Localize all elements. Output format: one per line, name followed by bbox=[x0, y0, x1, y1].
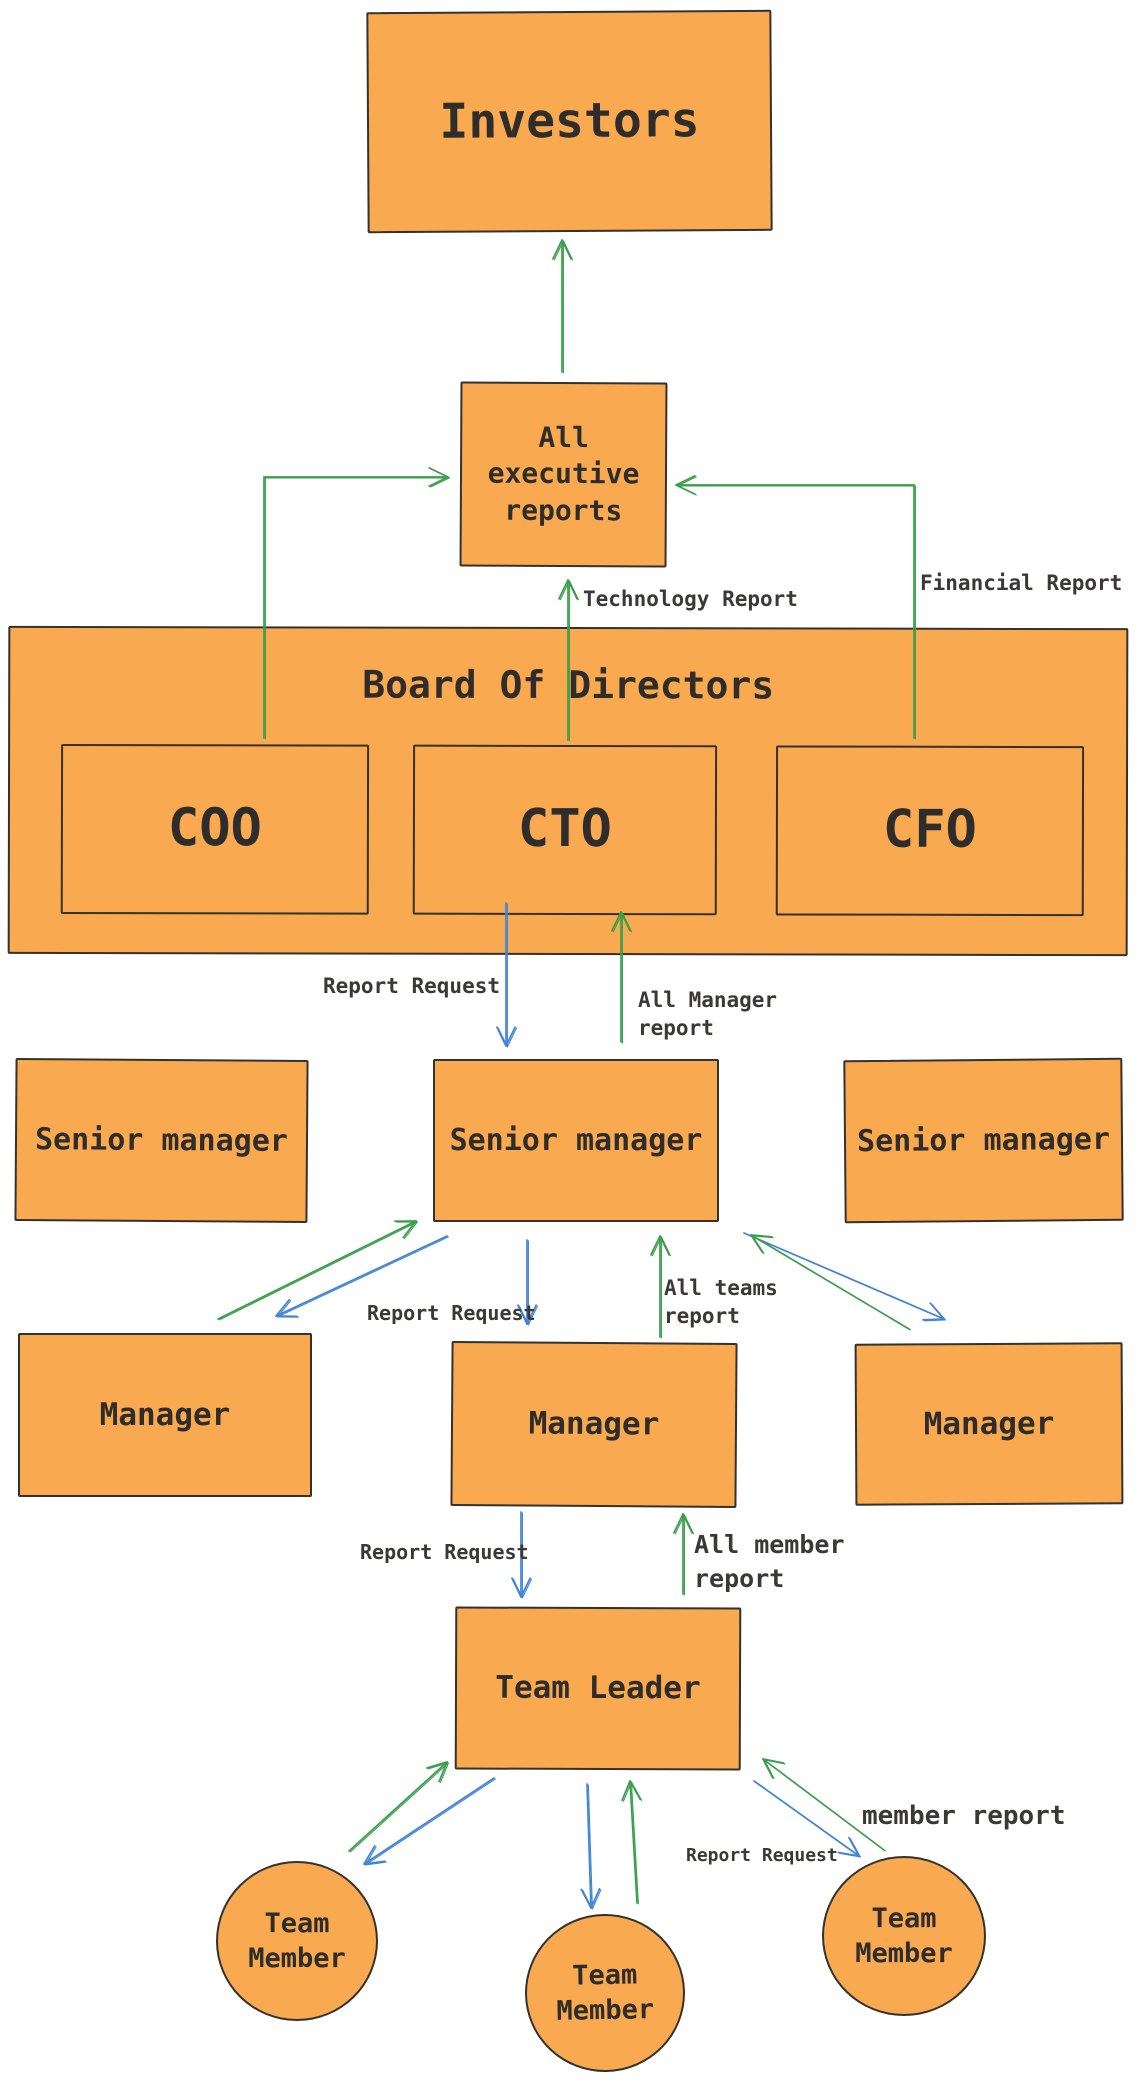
arrow-stroke bbox=[923, 1303, 946, 1322]
arrow-stroke bbox=[674, 1514, 695, 1535]
arrow-stroke bbox=[348, 1761, 448, 1852]
arrow-stroke bbox=[586, 1783, 592, 1909]
arrow-stroke bbox=[363, 1845, 386, 1865]
arrow-stroke bbox=[762, 1758, 785, 1779]
arrow-stroke bbox=[763, 1759, 786, 1780]
node-team-member-left-label: Team Member bbox=[248, 1907, 346, 1974]
node-investors[interactable]: Investors bbox=[366, 9, 773, 234]
arrow-stroke bbox=[630, 1781, 639, 1905]
edge-label-member-report: member report bbox=[862, 1801, 1066, 1831]
edge-label-report-request-manager: Report Request bbox=[360, 1540, 529, 1564]
arrow-stroke bbox=[428, 467, 449, 487]
arrow-stroke bbox=[426, 1761, 448, 1783]
node-team-leader[interactable]: Team Leader bbox=[454, 1606, 742, 1771]
node-team-member-right[interactable]: Team Member bbox=[822, 1856, 986, 2016]
arrow-stroke bbox=[559, 580, 580, 601]
arrow-stroke bbox=[839, 1837, 861, 1858]
arrow-stroke bbox=[751, 1235, 774, 1254]
node-manager-center[interactable]: Manager bbox=[450, 1341, 738, 1508]
arrow-stroke bbox=[922, 1302, 945, 1321]
arrow-stroke bbox=[276, 1300, 299, 1318]
node-team-member-center-label: Team Member bbox=[556, 1959, 655, 2027]
arrow-stroke bbox=[349, 1762, 449, 1853]
node-team-leader-label: Team Leader bbox=[495, 1669, 701, 1707]
arrow-stroke bbox=[621, 1780, 642, 1802]
arrow-stroke bbox=[275, 1298, 298, 1318]
node-all-executive-reports[interactable]: All executive reports bbox=[459, 381, 668, 568]
node-team-member-left[interactable]: Team Member bbox=[216, 1861, 378, 2021]
arrow-stroke bbox=[394, 1220, 417, 1239]
node-senior-manager-left[interactable]: Senior manager bbox=[14, 1057, 309, 1224]
arrow-stroke bbox=[676, 476, 697, 496]
node-investors-label: Investors bbox=[439, 92, 700, 151]
edge-label-all-member-report: All member report bbox=[694, 1530, 860, 1593]
edge-label-technology-report: Technology Report bbox=[583, 587, 798, 611]
arrow-stroke bbox=[552, 239, 572, 260]
arrow-stroke bbox=[558, 579, 578, 600]
node-coo-label: COO bbox=[167, 798, 262, 859]
node-cfo-label: CFO bbox=[882, 799, 977, 861]
node-board-of-directors[interactable]: Board Of Directors COO CTO CFO bbox=[7, 625, 1129, 957]
node-cto-label: CTO bbox=[517, 799, 612, 860]
arrow-stroke bbox=[587, 1784, 593, 1910]
arrow-stroke bbox=[497, 1027, 518, 1048]
node-manager-left[interactable]: Manager bbox=[18, 1333, 312, 1497]
arrow-stroke bbox=[650, 1235, 670, 1256]
arrow-stroke bbox=[582, 1889, 602, 1910]
board-of-directors-title: Board Of Directors bbox=[362, 662, 775, 708]
node-senior-manager-center[interactable]: Senior manager bbox=[433, 1059, 719, 1222]
arrow-stroke bbox=[675, 475, 696, 495]
edge-label-report-request-board: Report Request bbox=[323, 974, 501, 998]
arrow-stroke bbox=[512, 1578, 533, 1599]
edge-label-report-request-leader: Report Request bbox=[686, 1845, 838, 1866]
arrow-stroke bbox=[622, 1781, 643, 1802]
node-cto[interactable]: CTO bbox=[412, 744, 718, 916]
edge-label-financial-report: Financial Report bbox=[920, 571, 1123, 595]
arrow-stroke bbox=[837, 1836, 860, 1857]
arrow-stroke bbox=[496, 1026, 516, 1047]
node-senior-manager-right-label: Senior manager bbox=[856, 1121, 1111, 1160]
node-team-member-center[interactable]: Team Member bbox=[523, 1912, 687, 2074]
node-manager-right-label: Manager bbox=[923, 1405, 1055, 1443]
arrow-stroke bbox=[673, 1513, 693, 1534]
node-manager-right[interactable]: Manager bbox=[854, 1342, 1124, 1506]
node-senior-manager-right[interactable]: Senior manager bbox=[843, 1057, 1124, 1224]
arrow-stroke bbox=[364, 1778, 496, 1866]
arrow-stroke bbox=[363, 1777, 495, 1865]
arrow-stroke bbox=[580, 1887, 601, 1909]
node-senior-manager-left-label: Senior manager bbox=[34, 1122, 289, 1159]
arrow-stroke bbox=[427, 1762, 449, 1783]
arrow-stroke bbox=[364, 1846, 387, 1866]
arrow-stroke bbox=[629, 1780, 638, 1904]
arrow-stroke bbox=[750, 1234, 773, 1254]
node-all-executive-reports-label: All executive reports bbox=[487, 420, 640, 527]
node-manager-left-label: Manager bbox=[99, 1396, 231, 1433]
edge-label-report-request-senior: Report Request bbox=[367, 1301, 536, 1325]
node-team-member-right-label: Team Member bbox=[855, 1902, 953, 1969]
edge-label-all-manager-report: All Manager report bbox=[638, 988, 790, 1041]
node-cfo[interactable]: CFO bbox=[775, 745, 1085, 917]
arrow-stroke bbox=[511, 1577, 531, 1598]
node-senior-manager-center-label: Senior manager bbox=[449, 1123, 703, 1158]
edge-label-all-teams-report: All teams report bbox=[664, 1276, 791, 1329]
arrow-stroke bbox=[429, 468, 450, 488]
arrow-stroke bbox=[553, 240, 574, 261]
node-coo[interactable]: COO bbox=[60, 743, 370, 915]
arrow-stroke bbox=[651, 1236, 672, 1257]
arrow-stroke bbox=[395, 1221, 418, 1240]
node-manager-center-label: Manager bbox=[528, 1405, 660, 1443]
